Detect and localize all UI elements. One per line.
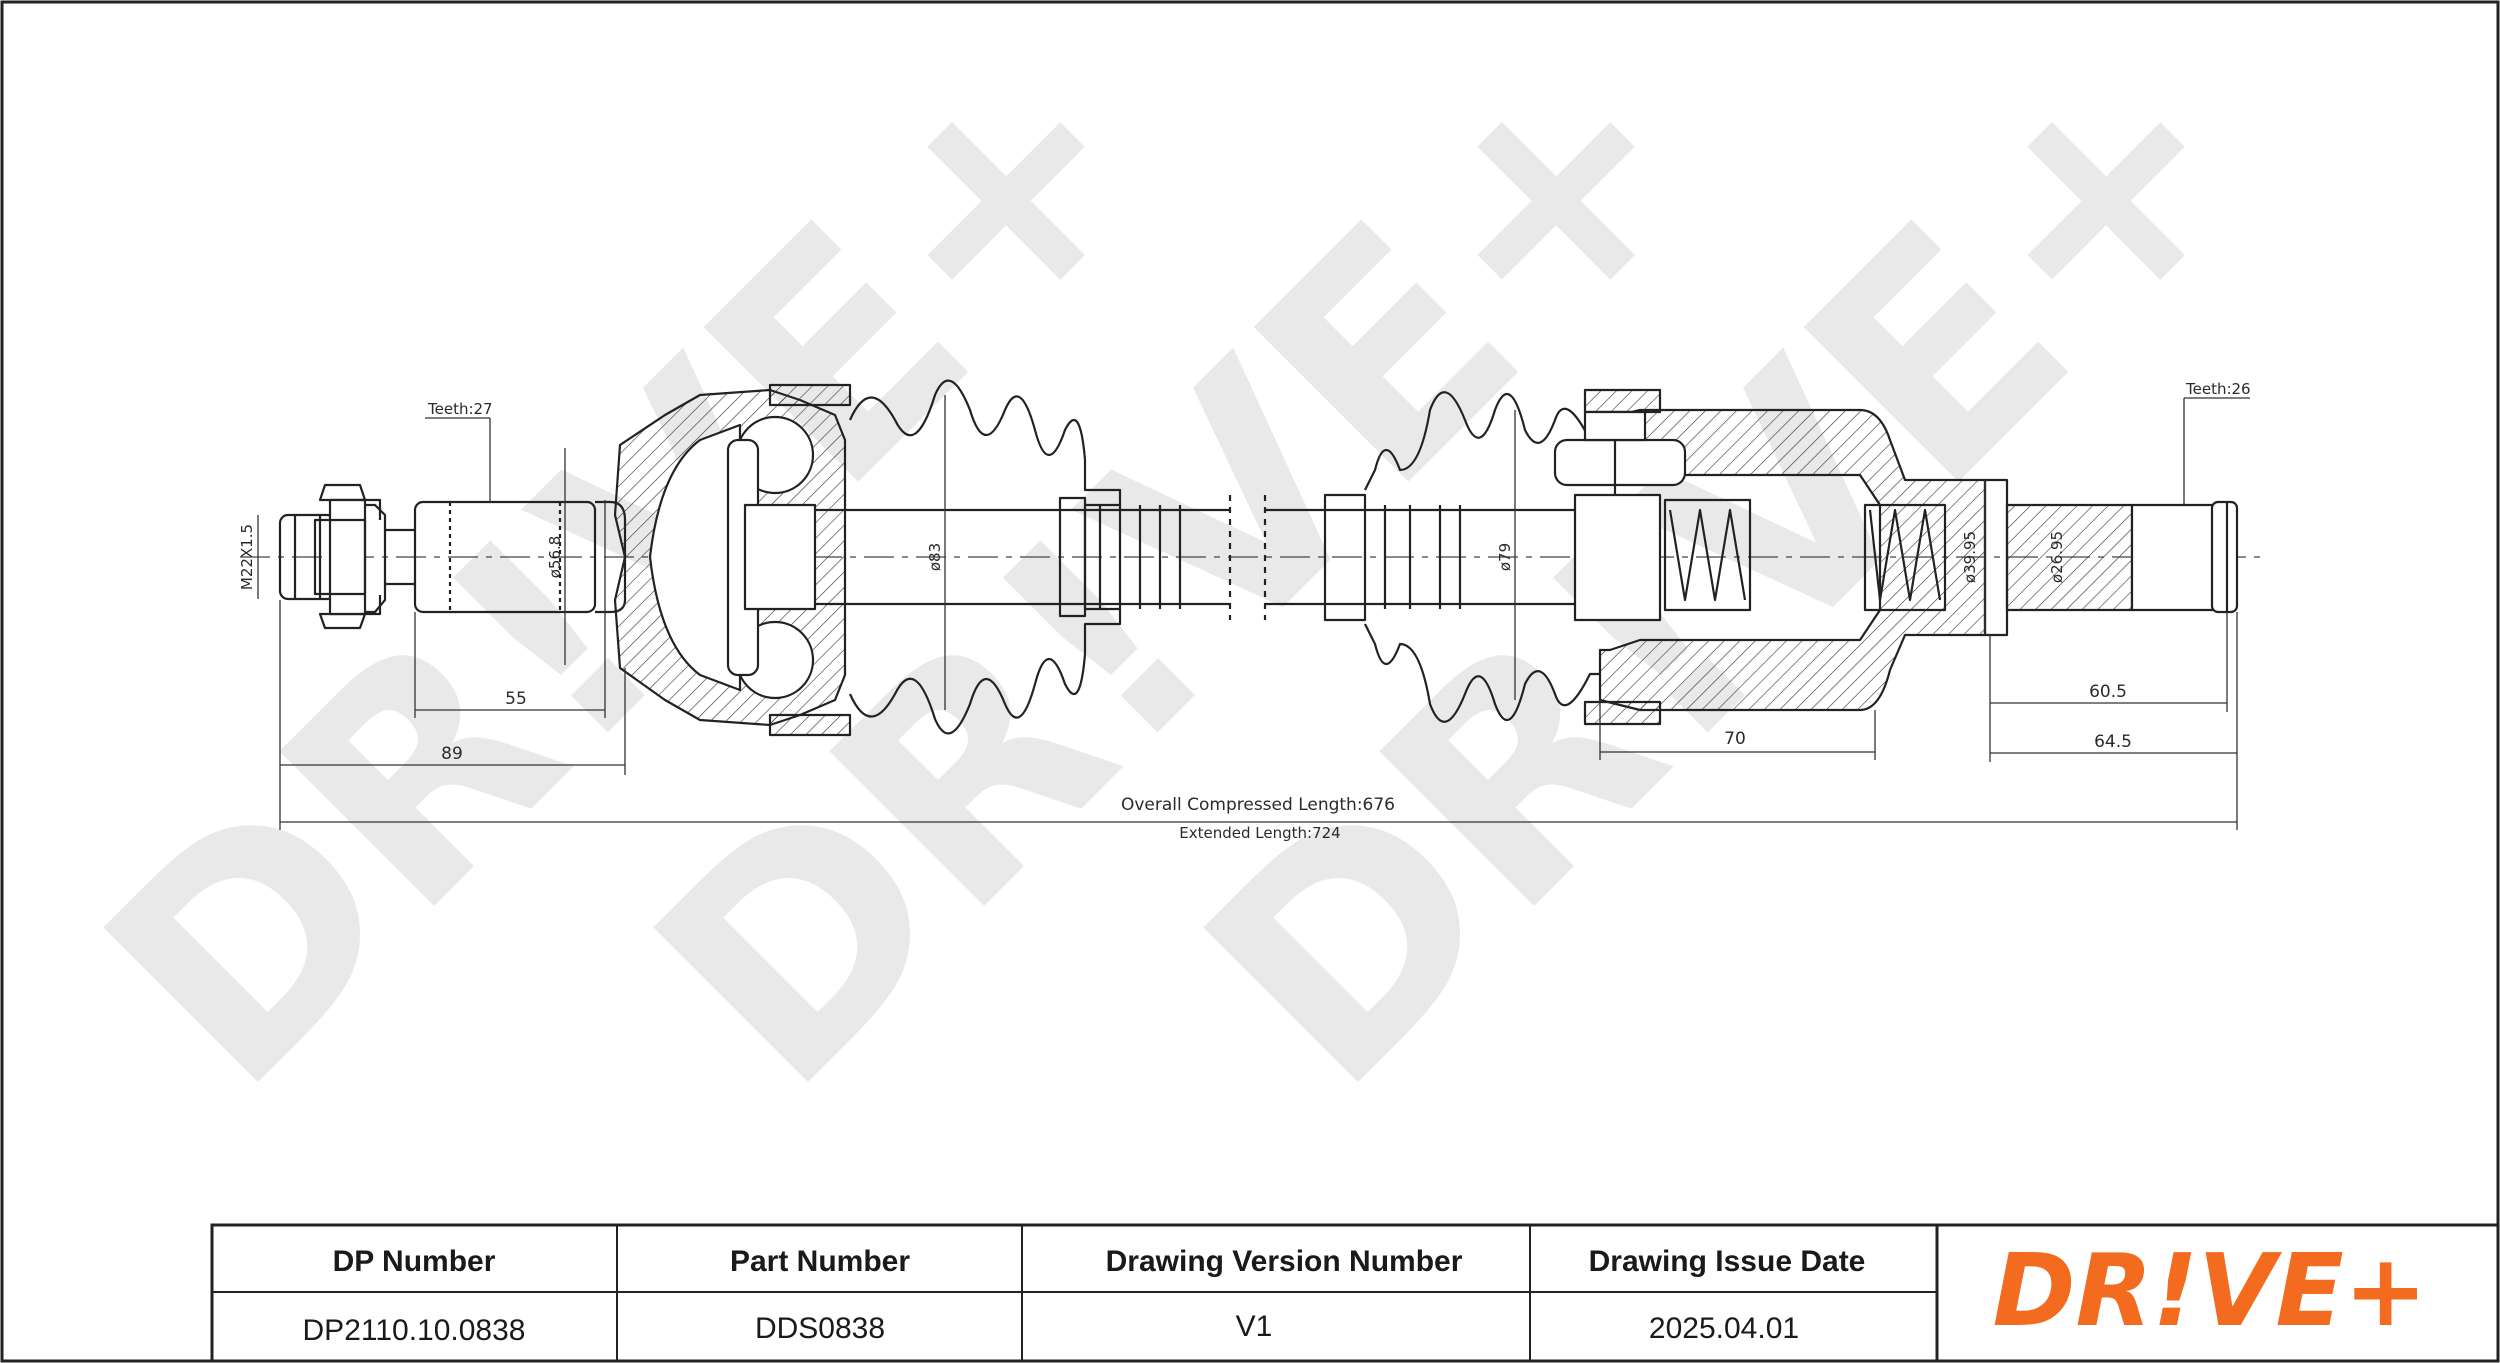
dia-26-95-label: ø26.95 bbox=[2048, 531, 2066, 583]
overall-length-label: Overall Compressed Length:676 bbox=[1121, 795, 1395, 815]
dim-60-5-label: 60.5 bbox=[2089, 682, 2127, 702]
value-dp-number: DP2110.10.0838 bbox=[303, 1314, 526, 1347]
dia-83-label: ø83 bbox=[926, 543, 944, 571]
left-cv-joint bbox=[613, 383, 852, 737]
dia-39-95-label: ø39.95 bbox=[1961, 531, 1979, 583]
left-boot-lower bbox=[848, 609, 1122, 735]
right-shaft bbox=[1263, 493, 1580, 622]
drive-shaft-drawing bbox=[278, 379, 2239, 737]
right-boot-lower bbox=[1364, 623, 1600, 723]
header-part-number: Part Number bbox=[730, 1245, 910, 1278]
dim-64-5-label: 64.5 bbox=[2094, 732, 2132, 752]
dia-56-8-label: ø56.8 bbox=[546, 536, 564, 579]
dim-70-label: 70 bbox=[1724, 729, 1746, 749]
dia-79-label: ø79 bbox=[1496, 543, 1514, 571]
right-tripod-joint bbox=[1553, 388, 1987, 726]
header-dp-number: DP Number bbox=[333, 1245, 496, 1278]
dimension-labels: Teeth:27 Teeth:26 M22X1.5 ø56.8 ø83 ø79 … bbox=[238, 380, 2251, 842]
title-block: DP Number Part Number Drawing Version Nu… bbox=[210, 1223, 2500, 1363]
header-issue-date: Drawing Issue Date bbox=[1589, 1245, 1866, 1278]
thread-label: M22X1.5 bbox=[238, 524, 256, 590]
teeth-right-label: Teeth:26 bbox=[2185, 380, 2251, 398]
right-boot-upper bbox=[1364, 391, 1600, 491]
value-drawing-version: V1 bbox=[1236, 1310, 1273, 1343]
extended-length-label: Extended Length:724 bbox=[1179, 824, 1340, 842]
dimension-lines bbox=[257, 395, 2250, 830]
left-boot-upper bbox=[848, 379, 1122, 505]
dim-55-label: 55 bbox=[505, 689, 527, 709]
right-stub-shaft bbox=[1983, 478, 2239, 637]
value-part-number: DDS0838 bbox=[755, 1312, 885, 1345]
teeth-left-label: Teeth:27 bbox=[427, 400, 493, 418]
dim-89-label: 89 bbox=[441, 744, 463, 764]
left-shaft bbox=[815, 495, 1232, 620]
drive-logo: DR!VE+ bbox=[1992, 1232, 2427, 1349]
value-issue-date: 2025.04.01 bbox=[1649, 1312, 1799, 1345]
header-drawing-version: Drawing Version Number bbox=[1106, 1245, 1463, 1278]
